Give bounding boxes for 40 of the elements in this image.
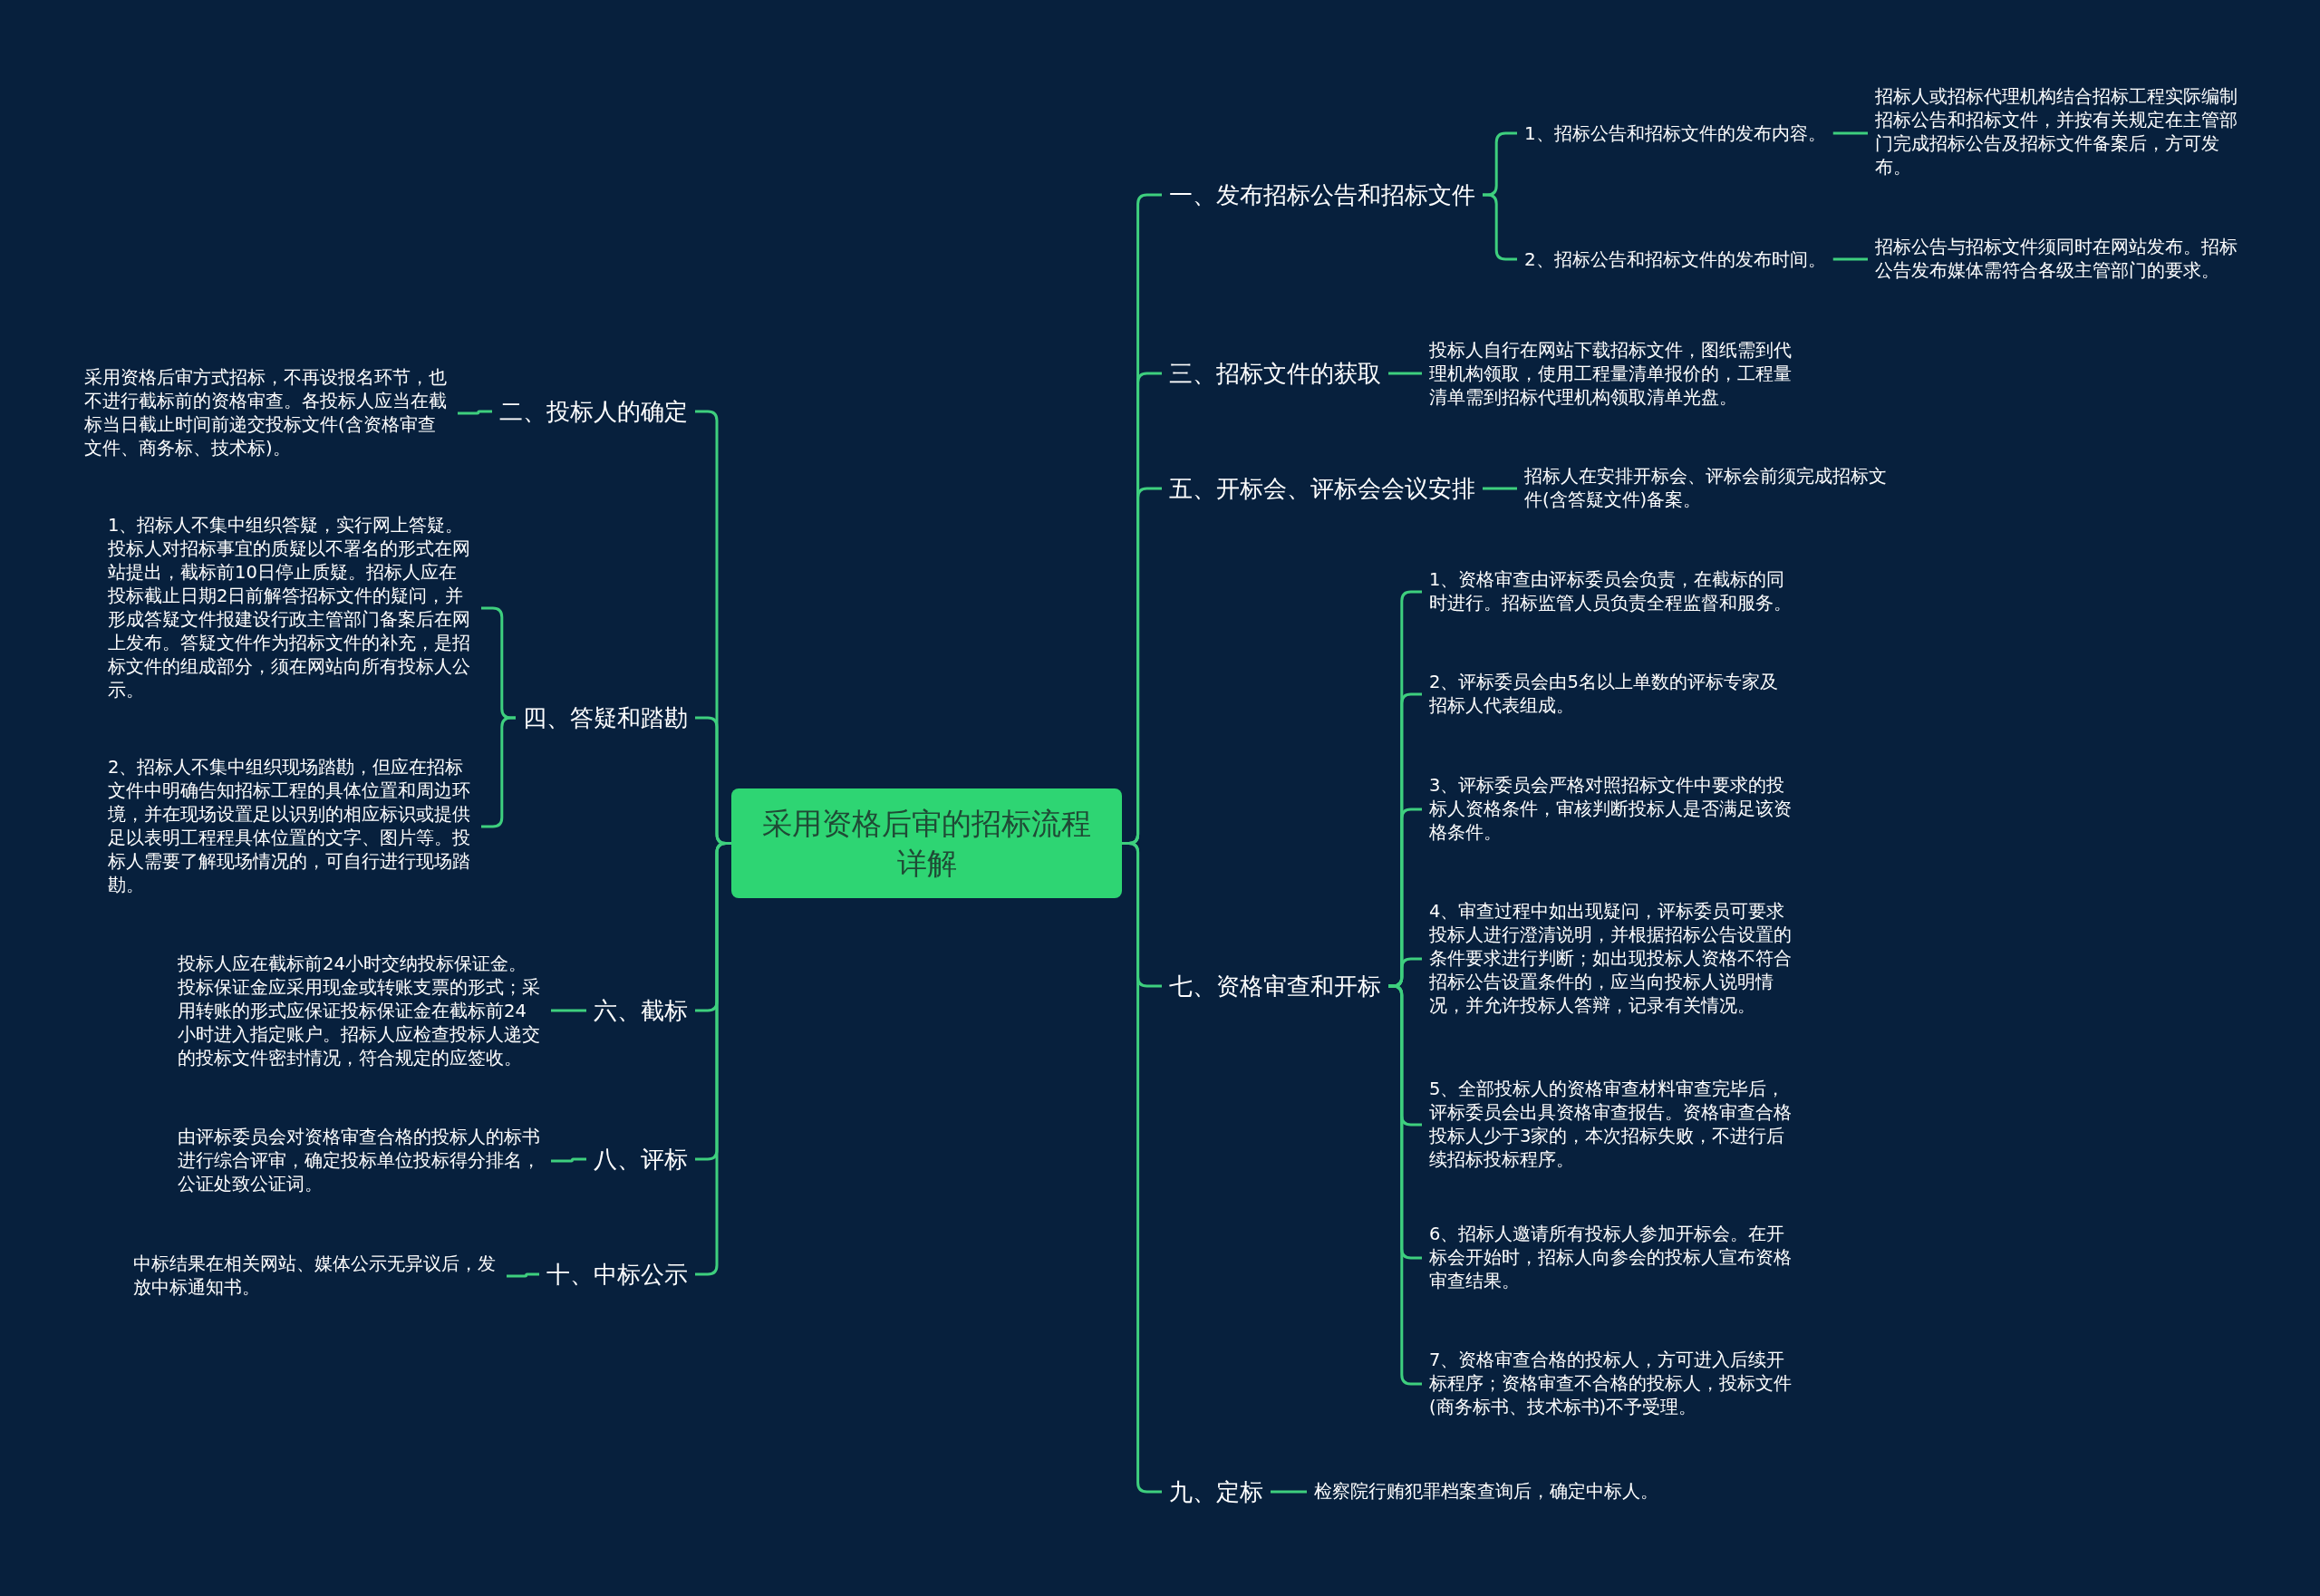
branch-topic: 五、开标会、评标会会议安排 <box>1162 473 1483 504</box>
branch-topic: 三、招标文件的获取 <box>1162 358 1388 389</box>
branch-topic: 九、定标 <box>1162 1476 1271 1507</box>
branch-topic: 四、答疑和踏勘 <box>516 702 695 733</box>
note-text: 4、审查过程中如出现疑问，评标委员可要求投标人进行澄清说明，并根据招标公告设置的条件要求进行判断；如出现投标人资格不符合招标公告设置条件的，应当向投标人说明情况，并允许投标人答辩，记录有关情况。 <box>1422 900 1803 1018</box>
note-text: 5、全部投标人的资格审查材料审查完毕后，评标委员会出具资格审查报告。资格审查合格投标人少于3家的，本次招标失败，不进行后续招标投标程序。 <box>1422 1078 1803 1172</box>
connector-line <box>507 1272 539 1278</box>
note-text: 1、资格审查由评标委员会负责，在截标的同时进行。招标监管人员负责全程监督和服务。 <box>1422 568 1803 615</box>
note-text: 招标人在安排开标会、评标会前须完成招标文件(含答疑文件)备案。 <box>1517 465 1898 512</box>
note-text: 中标结果在相关网站、媒体公示无异议后，发放中标通知书。 <box>126 1253 507 1300</box>
branch-topic: 二、投标人的确定 <box>492 396 695 427</box>
note-text: 检察院行贿犯罪档案查询后，确定中标人。 <box>1307 1480 1666 1504</box>
note-text: 7、资格审查合格的投标人，方可进入后续开标程序；资格审查不合格的投标人，投标文件(商务标书、技术标书)不予受理。 <box>1422 1349 1803 1419</box>
connector-line <box>551 1157 586 1163</box>
subtopic-text: 1、招标公告和招标文件的发布内容。 <box>1517 121 1833 145</box>
note-text: 3、评标委员会严格对照招标文件中要求的投标人资格条件，审核判断投标人是否满足该资格条件。 <box>1422 774 1803 845</box>
connector-line <box>1388 372 1422 375</box>
central-topic-box: 采用资格后审的招标流程详解 <box>731 788 1122 898</box>
note-text: 6、招标人邀请所有投标人参加开标会。在开标会开始时，招标人向参会的投标人宣布资格审查结果。 <box>1422 1223 1803 1293</box>
branch-topic: 七、资格审查和开标 <box>1162 971 1388 1001</box>
note-text: 2、评标委员会由5名以上单数的评标专家及招标人代表组成。 <box>1422 671 1803 718</box>
note-text: 2、招标人不集中组织现场踏勘，但应在招标文件中明确告知招标工程的具体位置和周边环境，并在现场设置足以识别的相应标识或提供足以表明工程程具体位置的文字、图片等。投标人需要了解现场情况的，可自行进行现场踏勘。 <box>101 756 481 897</box>
connector-line <box>1483 487 1517 490</box>
branch-topic: 十、中标公示 <box>539 1259 695 1290</box>
connector-line <box>1832 257 1868 261</box>
note-text: 由评标委员会对资格审查合格的投标人的标书进行综合评审，确定投标单位投标得分排名，公证处致公证词。 <box>170 1126 551 1196</box>
note-text: 投标人自行在网站下载招标文件，图纸需到代理机构领取，使用工程量清单报价的，工程量清单需到招标代理机构领取清单光盘。 <box>1422 339 1803 410</box>
connector-line <box>1271 1490 1307 1494</box>
connector-line <box>458 410 492 415</box>
note-text: 1、招标人不集中组织答疑，实行网上答疑。投标人对招标事宜的质疑以不署名的形式在网站提出，截标前10日停止质疑。招标人应在投标截止日期2日前解答招标文件的疑问，并形成答疑文件报建设行政主管部门备案后在网上发布。答疑文件作为招标文件的补充，是招标文件的组成部分，须在网站向所有投标人公示。 <box>101 514 481 702</box>
connector-line <box>551 1009 586 1012</box>
subtopic-text: 2、招标公告和招标文件的发布时间。 <box>1517 247 1833 271</box>
note-text: 招标公告与招标文件须同时在网站发布。招标公告发布媒体需符合各级主管部门的要求。 <box>1868 236 2248 283</box>
branch-topic: 一、发布招标公告和招标文件 <box>1162 179 1483 210</box>
branch-topic: 八、评标 <box>586 1144 695 1175</box>
note-text: 招标人或招标代理机构结合招标工程实际编制招标公告和招标文件，并按有关规定在主管部门完成招标公告及招标文件备案后，方可发布。 <box>1868 85 2248 179</box>
note-text: 采用资格后审方式招标，不再设报名环节，也不进行截标前的资格审查。各投标人应当在截标当日截止时间前递交投标文件(含资格审查文件、商务标、技术标)。 <box>77 366 458 460</box>
branch-topic: 六、截标 <box>586 995 695 1026</box>
connector-line <box>1832 131 1868 135</box>
note-text: 投标人应在截标前24小时交纳投标保证金。投标保证金应采用现金或转账支票的形式；采用转账的形式应保证投标保证金在截标前24小时进入指定账户。招标人应检查投标人递交的投标文件密封情况，符合规定的应签收。 <box>170 953 551 1070</box>
